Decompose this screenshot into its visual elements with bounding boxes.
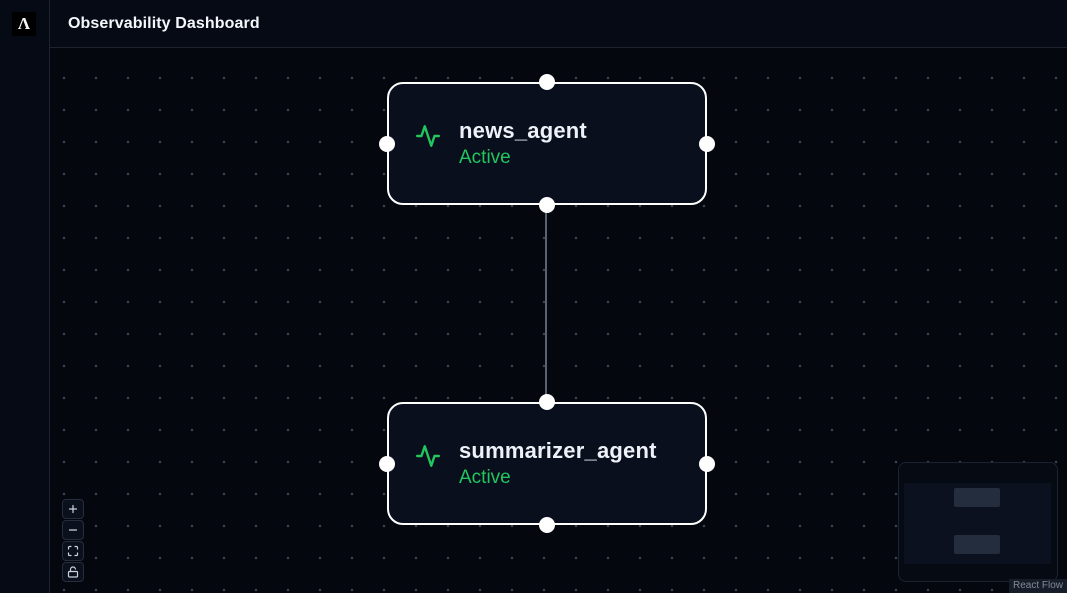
sidebar: Λ bbox=[0, 0, 50, 593]
zoom-in-button[interactable] bbox=[62, 499, 84, 519]
flow-canvas[interactable]: news_agent Active summarizer_agent Activ… bbox=[50, 48, 1067, 593]
unlock-icon bbox=[67, 566, 79, 578]
handle-top[interactable] bbox=[539, 394, 555, 410]
lock-button[interactable] bbox=[62, 562, 84, 582]
zoom-out-button[interactable] bbox=[62, 520, 84, 540]
fit-view-button[interactable] bbox=[62, 541, 84, 561]
agent-node-news[interactable]: news_agent Active bbox=[379, 74, 715, 213]
minus-icon bbox=[68, 529, 78, 531]
node-body: news_agent Active bbox=[415, 117, 587, 170]
edge-news-to-summarizer[interactable] bbox=[545, 204, 547, 403]
handle-top[interactable] bbox=[539, 74, 555, 90]
node-status: Active bbox=[459, 467, 511, 489]
agent-node-summarizer[interactable]: summarizer_agent Active bbox=[379, 394, 715, 533]
activity-icon bbox=[415, 124, 441, 147]
header: Observability Dashboard bbox=[50, 0, 1067, 48]
node-status: Active bbox=[459, 147, 511, 169]
handle-right[interactable] bbox=[699, 455, 715, 472]
fit-view-icon bbox=[67, 545, 79, 557]
node-body: summarizer_agent Active bbox=[415, 437, 657, 490]
minimap-node-summarizer bbox=[954, 535, 1000, 554]
activity-icon bbox=[415, 444, 441, 467]
node-title: news_agent bbox=[459, 117, 587, 143]
app-logo[interactable]: Λ bbox=[12, 12, 36, 36]
node-title: summarizer_agent bbox=[459, 437, 657, 463]
minimap[interactable] bbox=[898, 462, 1058, 582]
page-title: Observability Dashboard bbox=[68, 14, 260, 32]
node-text: summarizer_agent Active bbox=[459, 437, 657, 490]
attribution-link[interactable]: React Flow bbox=[1008, 579, 1067, 593]
handle-bottom[interactable] bbox=[539, 197, 555, 213]
flow-controls bbox=[62, 499, 84, 582]
handle-right[interactable] bbox=[699, 135, 715, 152]
handle-left[interactable] bbox=[379, 135, 395, 152]
plus-icon bbox=[68, 504, 78, 514]
handle-bottom[interactable] bbox=[539, 517, 555, 533]
minimap-node-news bbox=[954, 488, 1000, 507]
node-text: news_agent Active bbox=[459, 117, 587, 170]
handle-left[interactable] bbox=[379, 455, 395, 472]
